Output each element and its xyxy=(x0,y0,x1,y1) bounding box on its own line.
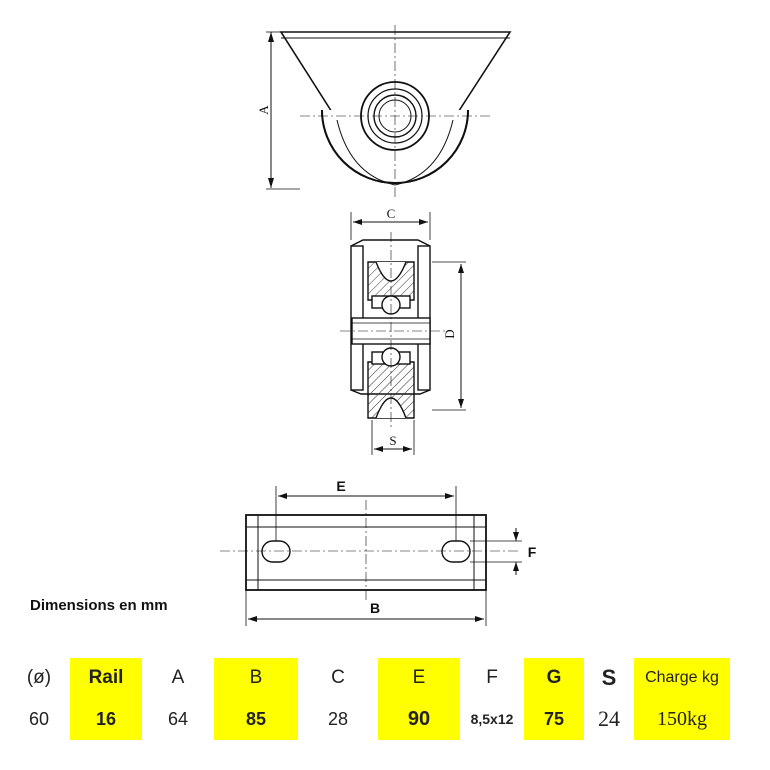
val-s: 24 xyxy=(598,706,620,731)
spec-table: (ø) Rail A B C E F G S Charge kg 60 16 6… xyxy=(8,658,730,740)
val-g: 75 xyxy=(524,698,584,740)
hdr-s: S xyxy=(601,665,617,690)
front-view xyxy=(266,25,512,200)
hdr-c: C xyxy=(331,667,345,688)
val-e: 90 xyxy=(378,698,460,740)
section-view xyxy=(340,212,466,455)
val-f: 8,5x12 xyxy=(470,711,514,727)
dim-label-a: A xyxy=(256,105,271,115)
val-rail: 16 xyxy=(70,698,142,740)
hdr-diameter: (ø) xyxy=(26,667,52,688)
dim-label-c: C xyxy=(387,206,396,221)
hdr-b: B xyxy=(214,658,298,698)
val-b: 85 xyxy=(214,698,298,740)
val-diameter: 60 xyxy=(28,708,50,729)
dim-label-e: E xyxy=(336,478,345,494)
dim-label-s: S xyxy=(389,433,396,448)
dim-label-f: F xyxy=(528,544,537,560)
dim-label-d: D xyxy=(442,329,457,338)
val-charge: 150kg xyxy=(634,698,730,740)
val-c: 28 xyxy=(327,708,349,729)
hdr-f: F xyxy=(486,667,498,688)
val-a: 64 xyxy=(167,708,189,729)
hdr-rail: Rail xyxy=(70,658,142,698)
top-view xyxy=(220,486,522,626)
hdr-a: A xyxy=(171,667,185,688)
technical-drawing: A xyxy=(220,25,537,626)
hdr-g: G xyxy=(524,658,584,698)
dimensions-caption: Dimensions en mm xyxy=(30,597,168,614)
dim-label-b: B xyxy=(370,600,380,616)
hdr-e: E xyxy=(378,658,460,698)
hdr-charge: Charge kg xyxy=(634,658,730,698)
